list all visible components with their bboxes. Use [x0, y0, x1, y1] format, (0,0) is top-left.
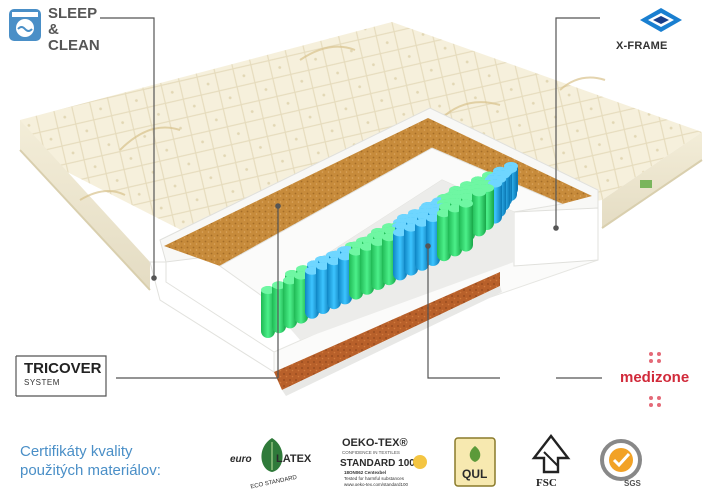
tricover-badge: [15, 355, 107, 397]
oekotex-code: 18ON062 Centexbel: [344, 470, 386, 475]
sleep-clean-label: SLEEP & CLEAN: [48, 6, 100, 54]
oekotex-url: www.oeko-tex.com/standard100: [344, 482, 409, 487]
pocket-spring: [261, 286, 275, 338]
sleep-clean-line1: SLEEP: [48, 5, 98, 22]
oekotex-tested: Tested for harmful substances: [344, 476, 405, 481]
medizone-label: medizone: [620, 369, 690, 386]
sleep-clean-line3: CLEAN: [48, 37, 100, 54]
pocket-spring: [305, 266, 319, 319]
eurolatex-euro: euro: [230, 454, 252, 465]
eurolatex-sub: ECO STANDARD: [250, 475, 298, 490]
oekotex-tag: CONFIDENCE IN TEXTILES: [342, 450, 400, 455]
fsc-label: FSC: [536, 477, 557, 489]
medizone-cross-icon: [649, 352, 661, 407]
qul-logo: QUL: [454, 437, 496, 487]
pocket-spring: [415, 218, 429, 271]
certificates-title-line1: Certifikáty kvality: [20, 443, 133, 460]
certificates-title-line2: použitých materiálov:: [20, 462, 161, 479]
oekotex-standard: STANDARD 100: [340, 458, 415, 469]
pocket-spring: [327, 257, 341, 310]
eurolatex-logo: euro LATEX ECO STANDARD: [230, 438, 312, 490]
pocket-spring: [371, 238, 385, 290]
pocket-spring: [316, 262, 330, 314]
pocket-spring: [272, 281, 286, 334]
pocket-spring: [338, 252, 352, 305]
pocket-spring: [382, 233, 396, 286]
certificates-title: Certifikáty kvality použitých materiálov…: [20, 442, 161, 480]
pocket-spring: [437, 209, 451, 262]
sleep-clean-line2: &: [48, 21, 59, 38]
sgs-logo: SGS: [600, 439, 642, 488]
pocket-spring: [294, 271, 308, 324]
fsc-logo: FSC: [531, 434, 571, 489]
washing-machine-icon: [9, 9, 41, 41]
qul-label: QUL: [462, 467, 487, 481]
tricover-sub-label: SYSTEM: [24, 378, 60, 387]
tricover-label: TRICOVER: [24, 360, 102, 377]
pocket-spring: [459, 199, 473, 252]
eurolatex-latex: LATEX: [276, 453, 312, 465]
oekotex-title: OEKO-TEX®: [342, 437, 408, 449]
xframe-logo-icon: [640, 8, 682, 32]
pocket-spring: [393, 228, 407, 281]
pocket-spring: [426, 214, 440, 266]
pocket-spring: [472, 188, 486, 237]
pocket-spring: [349, 247, 363, 300]
pocket-spring: [283, 276, 297, 329]
pocket-spring: [404, 223, 418, 276]
sgs-label: SGS: [624, 479, 642, 488]
pocket-spring: [448, 204, 462, 257]
xframe-label: X-FRAME: [616, 40, 668, 52]
pocket-spring: [360, 242, 374, 295]
oekotex-logo: OEKO-TEX® CONFIDENCE IN TEXTILES STANDAR…: [340, 437, 427, 487]
